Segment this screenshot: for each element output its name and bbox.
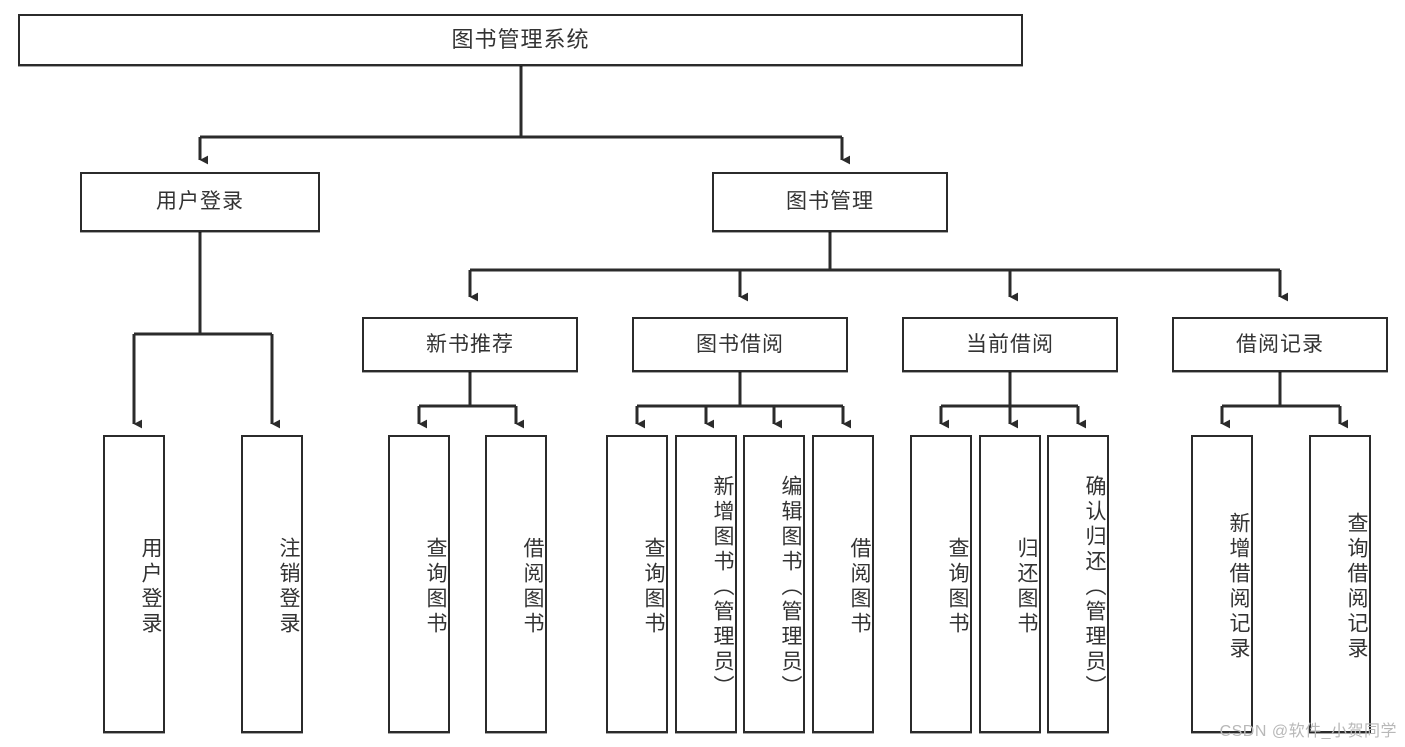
leaf-borrow-book-recommend[interactable]: 借阅图书 xyxy=(485,435,547,733)
node-label: 查询图书 xyxy=(642,537,665,637)
node-label: 确认归还（管理员） xyxy=(1083,474,1106,700)
node-label: 新增图书（管理员） xyxy=(711,474,734,700)
node-label: 查询图书 xyxy=(946,537,969,637)
leaf-query-book-recommend[interactable]: 查询图书 xyxy=(388,435,450,733)
leaf-query-borrow-record[interactable]: 查询借阅记录 xyxy=(1309,435,1371,733)
node-label: 编辑图书（管理员） xyxy=(779,474,802,700)
node-label: 用户登录 xyxy=(139,537,162,637)
leaf-return-book[interactable]: 归还图书 xyxy=(979,435,1041,733)
node-label: 用户登录 xyxy=(156,190,244,214)
node-label: 新增借阅记录 xyxy=(1227,512,1250,662)
node-root-system[interactable]: 图书管理系统 xyxy=(18,14,1023,66)
node-label: 归还图书 xyxy=(1015,537,1038,637)
leaf-query-book-current[interactable]: 查询图书 xyxy=(910,435,972,733)
leaf-logout[interactable]: 注销登录 xyxy=(241,435,303,733)
node-label: 新书推荐 xyxy=(426,332,514,356)
leaf-borrow-book[interactable]: 借阅图书 xyxy=(812,435,874,733)
node-label: 图书管理 xyxy=(786,190,874,214)
leaf-edit-book-admin[interactable]: 编辑图书（管理员） xyxy=(743,435,805,733)
node-label: 当前借阅 xyxy=(966,332,1054,356)
leaf-add-book-admin[interactable]: 新增图书（管理员） xyxy=(675,435,737,733)
node-new-book-recommend[interactable]: 新书推荐 xyxy=(362,317,578,372)
node-book-management[interactable]: 图书管理 xyxy=(712,172,948,232)
node-label: 借阅记录 xyxy=(1236,332,1324,356)
node-label: 借阅图书 xyxy=(521,537,544,637)
csdn-watermark: CSDN @软件_小贺同学 xyxy=(1219,723,1397,740)
node-label: 图书借阅 xyxy=(696,332,784,356)
node-user-login[interactable]: 用户登录 xyxy=(80,172,320,232)
node-label: 查询图书 xyxy=(424,537,447,637)
node-current-borrow[interactable]: 当前借阅 xyxy=(902,317,1118,372)
leaf-confirm-return-admin[interactable]: 确认归还（管理员） xyxy=(1047,435,1109,733)
node-book-borrow[interactable]: 图书借阅 xyxy=(632,317,848,372)
leaf-add-borrow-record[interactable]: 新增借阅记录 xyxy=(1191,435,1253,733)
node-label: 查询借阅记录 xyxy=(1345,512,1368,662)
leaf-query-book-borrow[interactable]: 查询图书 xyxy=(606,435,668,733)
node-label: 注销登录 xyxy=(277,537,300,637)
node-borrow-record[interactable]: 借阅记录 xyxy=(1172,317,1388,372)
node-label: 借阅图书 xyxy=(848,537,871,637)
leaf-user-login[interactable]: 用户登录 xyxy=(103,435,165,733)
node-label: 图书管理系统 xyxy=(451,26,590,52)
